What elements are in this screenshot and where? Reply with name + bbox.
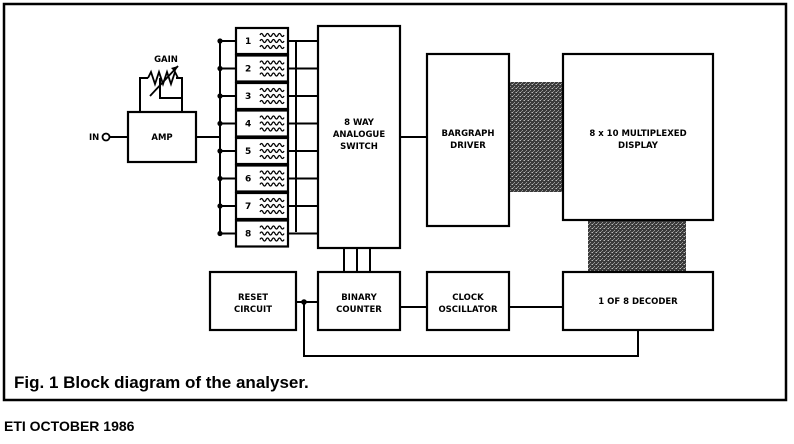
filter-wave-symbol [259,148,285,154]
filter-wave-symbol [259,231,285,236]
junction-dot [217,175,223,182]
junction-dot [217,203,223,209]
filter-channel: 7 [217,191,318,221]
filter-bank: 1 2 3 4 5 6 7 8 [217,26,318,248]
reset-circuit-block [208,270,298,332]
switch-label-3: SWITCH [340,142,378,152]
input-terminal [101,132,111,142]
filter-number: 5 [245,147,251,157]
filter-wave-symbol [259,154,285,160]
bargraph-label-1: BARGRAPH [441,129,494,139]
filter-number: 1 [245,37,251,47]
filter-number: 7 [245,202,251,212]
filter-block [234,219,290,248]
clock-label-2: OSCILLATOR [438,305,498,315]
counter-label-2: COUNTER [336,305,382,315]
amp-label: AMP [151,133,172,143]
figure-frame [2,2,788,402]
switch-label-1: 8 WAY [344,118,375,128]
counter-control-lines [343,248,371,272]
reset-label-1: RESET [238,293,268,303]
junction-dot [217,148,223,154]
filter-wave-symbol [259,209,285,215]
filter-wave-symbol [259,176,285,181]
driver-display-bus [508,82,564,192]
bargraph-driver-block [425,52,511,228]
filter-block [234,54,290,83]
junction-dot [217,38,223,44]
filter-wave-symbol [259,127,285,132]
decoder-feedback-wire [303,302,639,357]
filter-block [234,81,290,111]
filter-channel: 1 [217,26,318,56]
page-footer: ETI OCTOBER 1986 [4,418,135,434]
amp-block [126,110,198,164]
filter-wave-symbol [259,170,285,175]
display-decoder-bus [588,220,686,272]
decoder-label: 1 OF 8 DECODER [598,297,678,307]
display-block [561,52,715,222]
analogue-switch-block [316,24,402,250]
filter-wave-symbol [259,237,285,242]
filter-number: 2 [245,65,251,75]
filter-block [234,164,290,193]
filter-channel: 3 [217,81,318,111]
clock-oscillator-block [425,270,511,332]
filter-wave-symbol [259,203,285,209]
filter-wave-symbol [259,115,285,120]
filter-wave-symbol [259,60,285,65]
filter-wave-symbol [259,38,285,44]
bargraph-label-2: DRIVER [450,141,486,151]
filter-wave-symbol [259,182,285,187]
filter-channel: 8 [217,219,318,248]
junction-dot [217,120,223,127]
junction-dot [217,230,223,237]
filter-block [234,109,290,138]
filter-wave-symbol [259,87,285,93]
filter-channel: 4 [217,109,318,138]
filter-number: 8 [245,230,251,240]
filter-number: 6 [245,175,251,185]
filter-channel: 5 [217,136,318,166]
filter-channel: 2 [217,54,318,83]
filter-wave-symbol [259,72,285,77]
filter-wave-symbol [259,197,285,203]
junction-dot [217,93,223,99]
filter-number: 4 [245,120,251,130]
filter-wave-symbol [259,66,285,71]
filter-block [234,136,290,166]
filter-wave-symbol [259,93,285,99]
filter-wave-symbol [259,142,285,148]
filter-wave-symbol [259,44,285,50]
gain-label: GAIN [154,55,178,65]
figure-caption: Fig. 1 Block diagram of the analyser. [14,373,309,392]
display-label-2: DISPLAY [618,141,659,151]
filter-block [234,191,290,221]
input-label: IN [89,133,99,143]
filter-wave-symbol [259,32,285,38]
filter-wave-symbol [259,99,285,105]
counter-label-1: BINARY [341,293,377,303]
filter-number: 3 [245,92,251,102]
reset-label-2: CIRCUIT [234,305,272,315]
feedback-junction-dot [301,299,307,305]
filter-wave-symbol [259,225,285,230]
clock-label-1: CLOCK [452,293,484,303]
filter-block [234,26,290,56]
display-label-1: 8 x 10 MULTIPLEXED [589,129,686,139]
junction-dot [217,65,223,72]
switch-label-2: ANALOGUE [333,130,385,140]
filter-wave-symbol [259,121,285,126]
filter-channel: 6 [217,164,318,193]
decoder-block [561,270,715,332]
binary-counter-block [316,270,402,332]
gain-potentiometer [139,65,183,112]
